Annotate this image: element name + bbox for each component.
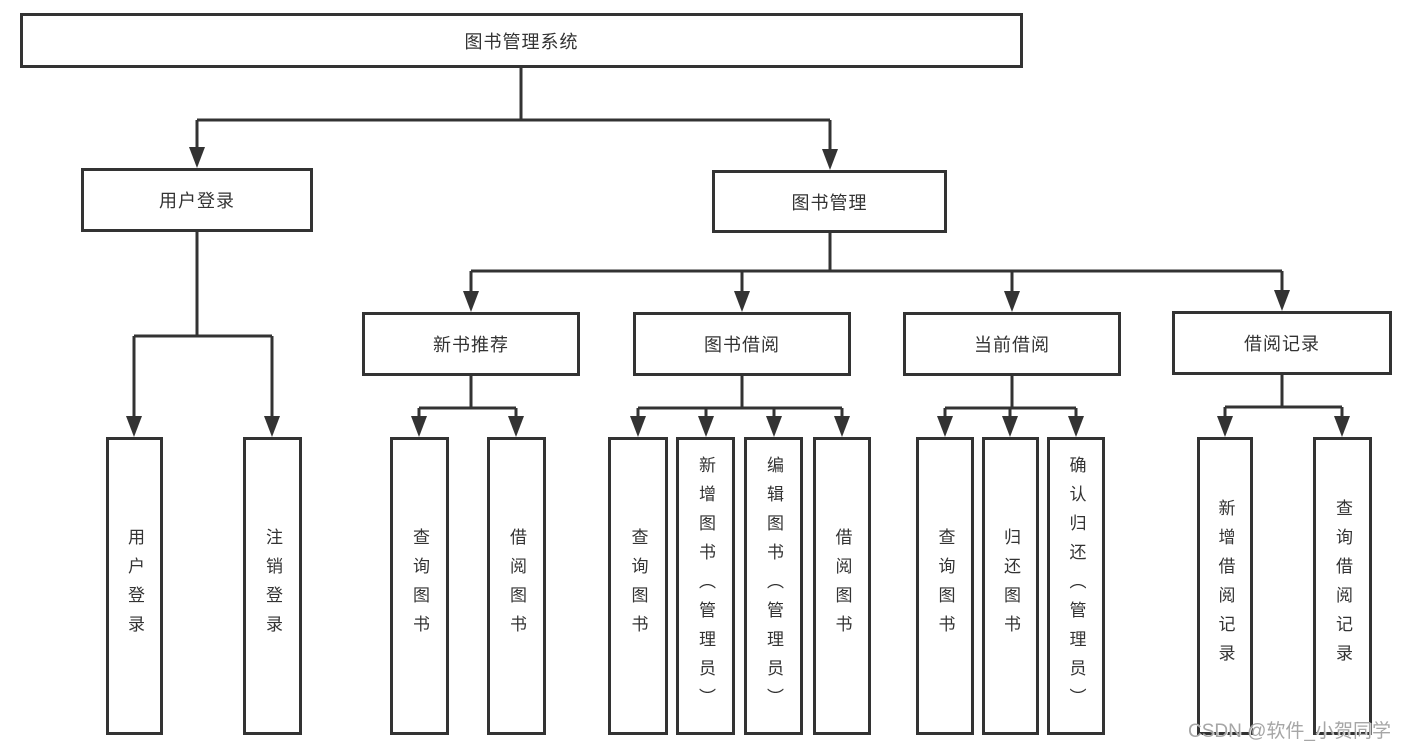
leaf-user-login-label: 用户登录 [125,528,144,644]
leaf-query-books-borrowing: 查询图书 [608,437,668,735]
leaf-add-borrow-record-label: 新增借阅记录 [1215,499,1235,673]
node-library-management-system: 图书管理系统 [20,13,1023,68]
leaf-query-books-borrowing-label: 查询图书 [628,528,648,644]
leaf-borrow-books-borrowing: 借阅图书 [813,437,871,735]
node-user-login: 用户登录 [81,168,313,232]
leaf-borrow-books-recommend-label: 借阅图书 [507,528,526,644]
leaf-query-borrow-record-label: 查询借阅记录 [1333,499,1352,673]
leaf-query-books-current: 查询图书 [916,437,974,735]
leaf-query-books-recommend: 查询图书 [390,437,449,735]
leaf-user-login: 用户登录 [106,437,163,735]
csdn-watermark: CSDN @软件_小贺同学 [1188,721,1391,742]
leaf-borrow-books-borrowing-label: 借阅图书 [832,528,852,644]
leaf-logout: 注销登录 [243,437,302,735]
leaf-edit-book-admin-label: 编辑图书（管理员） [764,455,783,717]
leaf-query-books-current-label: 查询图书 [935,528,955,644]
node-book-management: 图书管理 [712,170,947,233]
leaf-confirm-return-admin: 确认归还（管理员） [1047,437,1105,735]
leaf-query-borrow-record: 查询借阅记录 [1313,437,1372,735]
leaf-add-book-admin-label: 新增图书（管理员） [696,455,715,717]
leaf-return-books-label: 归还图书 [1001,528,1020,644]
leaf-logout-label: 注销登录 [263,528,282,644]
leaf-borrow-books-recommend: 借阅图书 [487,437,546,735]
leaf-query-books-recommend-label: 查询图书 [410,528,429,644]
leaf-return-books: 归还图书 [982,437,1039,735]
leaf-edit-book-admin: 编辑图书（管理员） [744,437,803,735]
leaf-confirm-return-admin-label: 确认归还（管理员） [1066,455,1086,717]
node-current-borrowing: 当前借阅 [903,312,1121,376]
node-new-book-recommendation: 新书推荐 [362,312,580,376]
node-book-borrowing: 图书借阅 [633,312,851,376]
leaf-add-book-admin: 新增图书（管理员） [676,437,735,735]
node-borrowing-records: 借阅记录 [1172,311,1392,375]
leaf-add-borrow-record: 新增借阅记录 [1197,437,1253,735]
